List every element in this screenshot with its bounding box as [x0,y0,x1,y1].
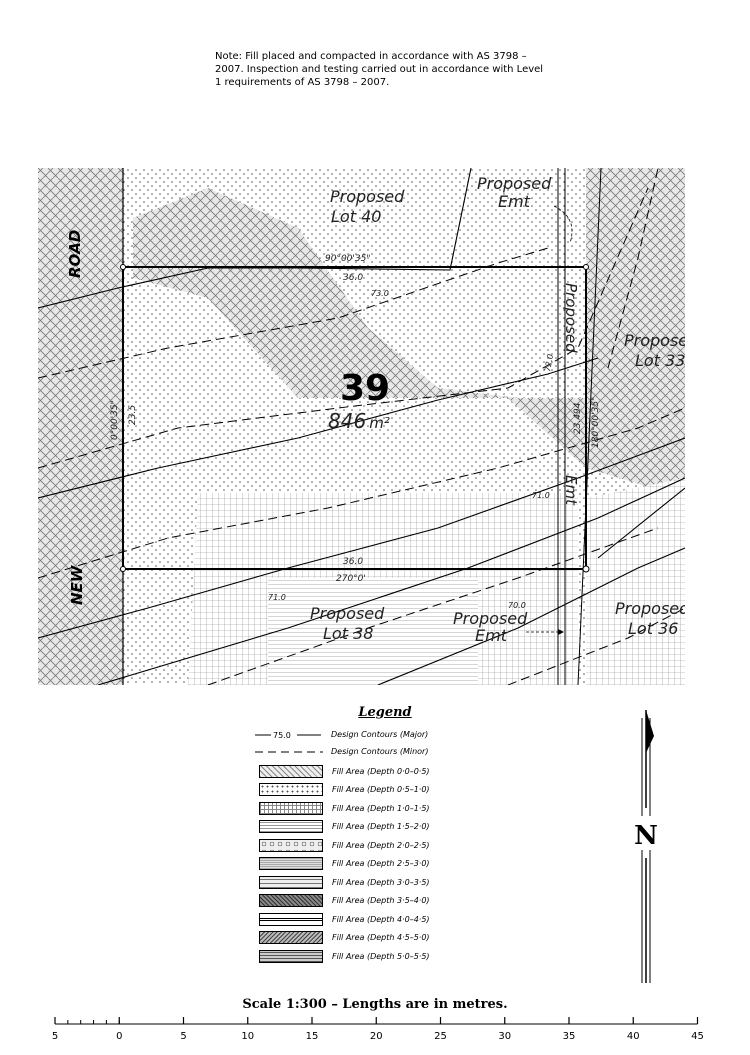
length-right: 23.494 [573,402,583,434]
scale-tick-label: 15 [306,1031,319,1042]
fill-swatch [259,949,323,963]
legend-title: Legend [358,705,412,720]
lot-36-label-b: Lot 36 [628,619,678,638]
fill-zone-hlines [268,578,478,685]
legend-fill-item: Fill Area (Depth 4·0–4·5) [255,910,515,929]
scale-title: Scale 1:300 – Lengths are in metres. [242,997,508,1012]
scale-tick-label: 40 [627,1031,640,1042]
legend-major-contour: 75.0 Design Contours (Major) [255,726,515,743]
north-label: N [634,821,658,851]
scale-tick-label: 25 [434,1031,447,1042]
legend-fill-item: Fill Area (Depth 0·5–1·0) [255,781,515,800]
fill-zone-weave-left [38,168,123,685]
fill-swatch [259,894,323,908]
contour-71-a: 71.0 [532,491,550,500]
road-name-bottom: NEW [68,564,86,605]
length-top: 36.0 [343,273,363,283]
scale-tick-label: 35 [563,1031,576,1042]
scale-tick-label: 45 [691,1031,704,1042]
legend-minor-label: Design Contours (Minor) [331,747,429,756]
fill-zone-grid-right [586,478,685,685]
lot-number: 39 [340,368,390,409]
fill-note: Note: Fill placed and compacted in accor… [215,51,544,88]
lot-33-label-b: Lot 33 [635,351,685,370]
lot-36-label-a: Proposed [615,599,685,618]
fill-label: Fill Area (Depth 5·0–5·5) [332,951,430,961]
legend-fill-item: Fill Area (Depth 1·5–2·0) [255,818,515,837]
fill-label: Fill Area (Depth 2·0–2·5) [332,840,430,850]
minor-contours [38,168,685,685]
lot-40-label-b: Lot 40 [331,207,381,226]
fill-swatch [259,857,323,871]
legend: Legend 75.0 Design Contours (Major) Desi… [255,705,515,966]
fill-label: Fill Area (Depth 4·0–4·5) [332,914,430,924]
fill-label: Fill Area (Depth 0·5–1·0) [332,785,430,795]
scale-tick-label: 10 [241,1031,254,1042]
emt-bot-label-a: Proposed [453,609,528,628]
emt-vert-label-a: Proposed [562,283,580,353]
fill-swatch [259,783,323,797]
scale-tick-label: 20 [370,1031,383,1042]
emt-vert-label-b: Emt [562,475,580,506]
scale-tick-label: 30 [498,1031,511,1042]
legend-major-value: 75.0 [273,731,291,740]
lot-38-label-a: Proposed [310,604,385,623]
contour-72: 72.0 [543,353,555,372]
fill-swatch [259,931,323,945]
emt-top-label-a: Proposed [477,174,552,193]
fill-label: Fill Area (Depth 3·0–3·5) [332,877,430,887]
scale-tick-label: 0 [116,1031,122,1042]
legend-fill-item: Fill Area (Depth 4·5–5·0) [255,929,515,948]
fill-swatch [259,820,323,834]
legend-major-label: Design Contours (Major) [331,730,429,739]
emt-bot-label-b: Emt [475,626,508,645]
legend-fill-item: Fill Area (Depth 3·5–4·0) [255,892,515,911]
legend-fill-item: Fill Area (Depth 2·5–3·0) [255,855,515,874]
scale-tick-label: 5 [180,1031,186,1042]
fill-label: Fill Area (Depth 1·5–2·0) [332,822,430,832]
contour-73: 73.0 [371,289,389,298]
north-arrow-icon: N [634,710,658,983]
legend-fill-item: Fill Area (Depth 1·0–1·5) [255,799,515,818]
fill-zone-weave-top [133,168,685,498]
scale-bar: 5 0 5 10 15 20 25 30 35 40 45 [52,1017,704,1042]
bearing-top: 90°00'35" [325,254,370,264]
bearing-bottom: 270°0' [336,574,366,584]
road-name-top: ROAD [66,230,84,278]
legend-fill-item: Fill Area (Depth 3·0–3·5) [255,873,515,892]
legend-fill-item: Fill Area (Depth 0·0–0·5) [255,762,515,781]
length-left: 23.5 [128,405,138,425]
lot-38-label-b: Lot 38 [323,624,373,643]
lot-40-label-a: Proposed [330,187,405,206]
fill-swatch [259,875,323,889]
lot-33-label-a: Proposed [624,331,685,350]
fill-label: Fill Area (Depth 3·5–4·0) [332,896,430,906]
fill-swatch [259,801,323,815]
legend-minor-contour: Design Contours (Minor) [255,743,515,760]
fill-label: Fill Area (Depth 0·0–0·5) [332,766,430,776]
fill-label: Fill Area (Depth 4·5–5·0) [332,933,430,943]
fill-swatch [259,838,323,852]
legend-fill-item: Fill Area (Depth 2·0–2·5) [255,836,515,855]
fill-swatch [259,912,323,926]
fill-swatch [259,764,323,778]
bearing-right: 180°00'35" [591,397,601,448]
bearing-left: 0°00'35" [110,400,120,440]
lot-39-boundary [122,266,587,570]
contour-71-b: 71.0 [268,593,286,602]
fill-label: Fill Area (Depth 1·0–1·5) [332,803,430,813]
scale-tick-label: 5 [52,1031,58,1042]
length-bottom: 36.0 [343,557,363,567]
contour-70: 70.0 [508,601,526,610]
emt-top-label-b: Emt [498,192,531,211]
legend-fill-item: Fill Area (Depth 5·0–5·5) [255,947,515,966]
fill-label: Fill Area (Depth 2·5–3·0) [332,859,430,869]
